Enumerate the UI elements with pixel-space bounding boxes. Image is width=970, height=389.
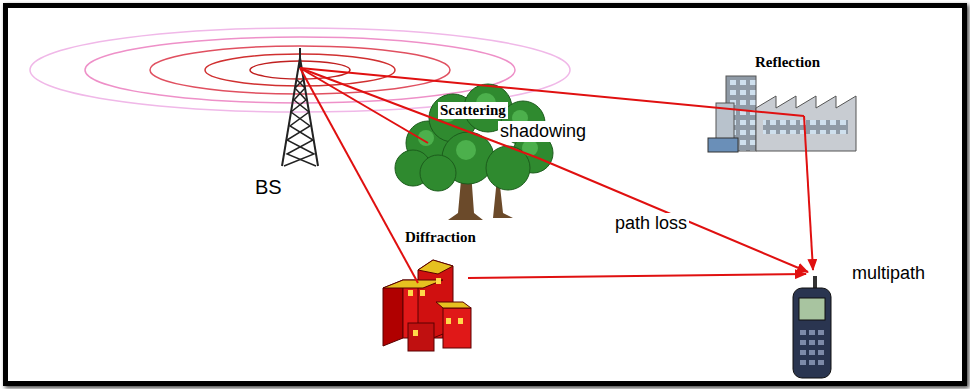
station-label: BS	[253, 176, 284, 199]
path-loss-label: path loss	[613, 213, 689, 234]
shadowing-label: shadowing	[498, 121, 588, 142]
scattering-label: Scattering	[438, 102, 508, 119]
multipath-label: multipath	[850, 263, 927, 284]
diffraction-label: Diffraction	[403, 229, 478, 246]
image-frame: BS Scattering shadowing path loss Reflection…	[3, 3, 967, 386]
reflection-label: Reflection	[753, 54, 822, 71]
